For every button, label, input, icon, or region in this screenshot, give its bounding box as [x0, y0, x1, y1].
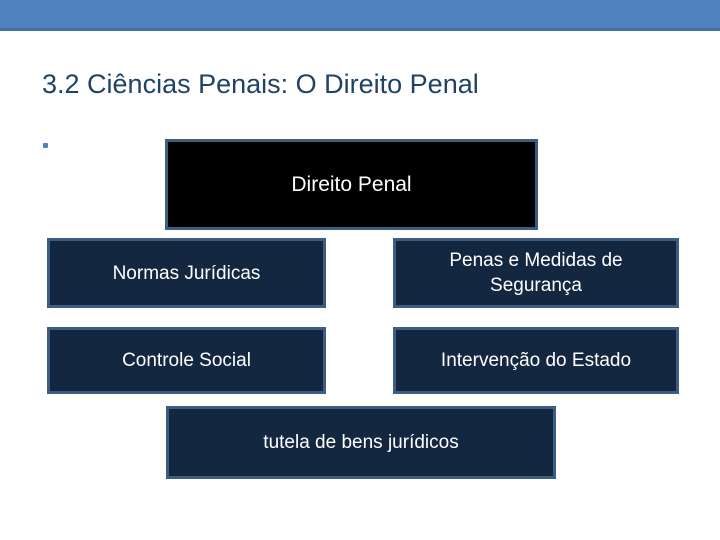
- diagram-node-label: Intervenção do Estado: [440, 350, 632, 371]
- top-banner-edge-decoration: [0, 28, 720, 31]
- diagram-node-direito-penal[interactable]: Direito Penal: [165, 139, 538, 230]
- diagram-node-label: Direito Penal: [291, 173, 412, 196]
- diagram-node-label: Penas e Medidas de Segurança: [449, 250, 623, 296]
- diagram-node-label: Normas Jurídicas: [112, 262, 261, 284]
- diagram-node-penas-e-medidas-de-seguranca[interactable]: Penas e Medidas de Segurança: [393, 238, 679, 308]
- diagram-node-normas-juridicas[interactable]: Normas Jurídicas: [47, 238, 326, 308]
- bullet-dot-icon: [43, 143, 48, 148]
- page-title: 3.2 Ciências Penais: O Direito Penal: [42, 69, 479, 99]
- diagram-node-label: tutela de bens jurídicos: [263, 432, 459, 453]
- diagram-node-tutela-de-bens-juridicos[interactable]: tutela de bens jurídicos: [166, 406, 556, 479]
- diagram-node-controle-social[interactable]: Controle Social: [47, 327, 326, 394]
- diagram-node-label: Controle Social: [122, 350, 251, 371]
- top-banner-decoration: [0, 0, 720, 28]
- diagram-node-intervencao-do-estado[interactable]: Intervenção do Estado: [393, 327, 679, 394]
